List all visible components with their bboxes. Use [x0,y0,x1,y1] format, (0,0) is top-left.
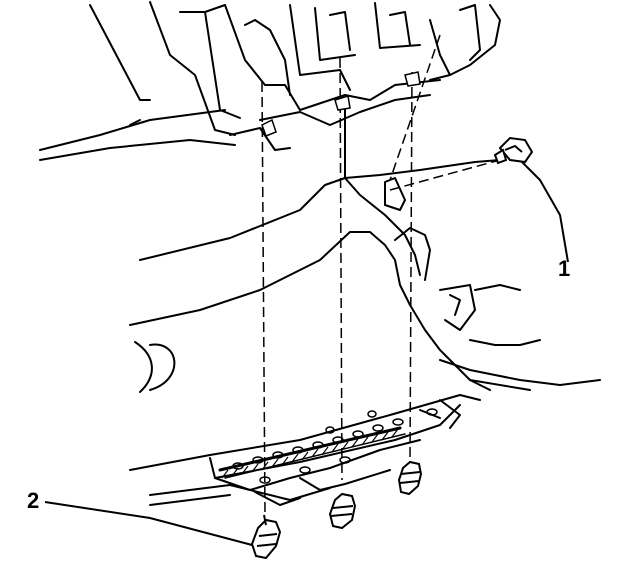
alignment-lines [261,34,501,516]
upper-housing [89,1,501,151]
bolt-2-icon [250,514,282,560]
bolt-right-icon [397,460,423,496]
bottom-rail [129,394,481,506]
bolt-center-icon [328,492,357,530]
leader-lines [44,161,569,546]
rail-slots [232,408,438,484]
callout-label-1: 1 [558,256,571,281]
lower-bracket [129,159,601,393]
serrated-strip [221,428,399,479]
callout-label-2: 2 [27,488,40,513]
bolt-1-icon [493,136,534,165]
top-clips [261,71,421,137]
left-panel [39,109,236,161]
